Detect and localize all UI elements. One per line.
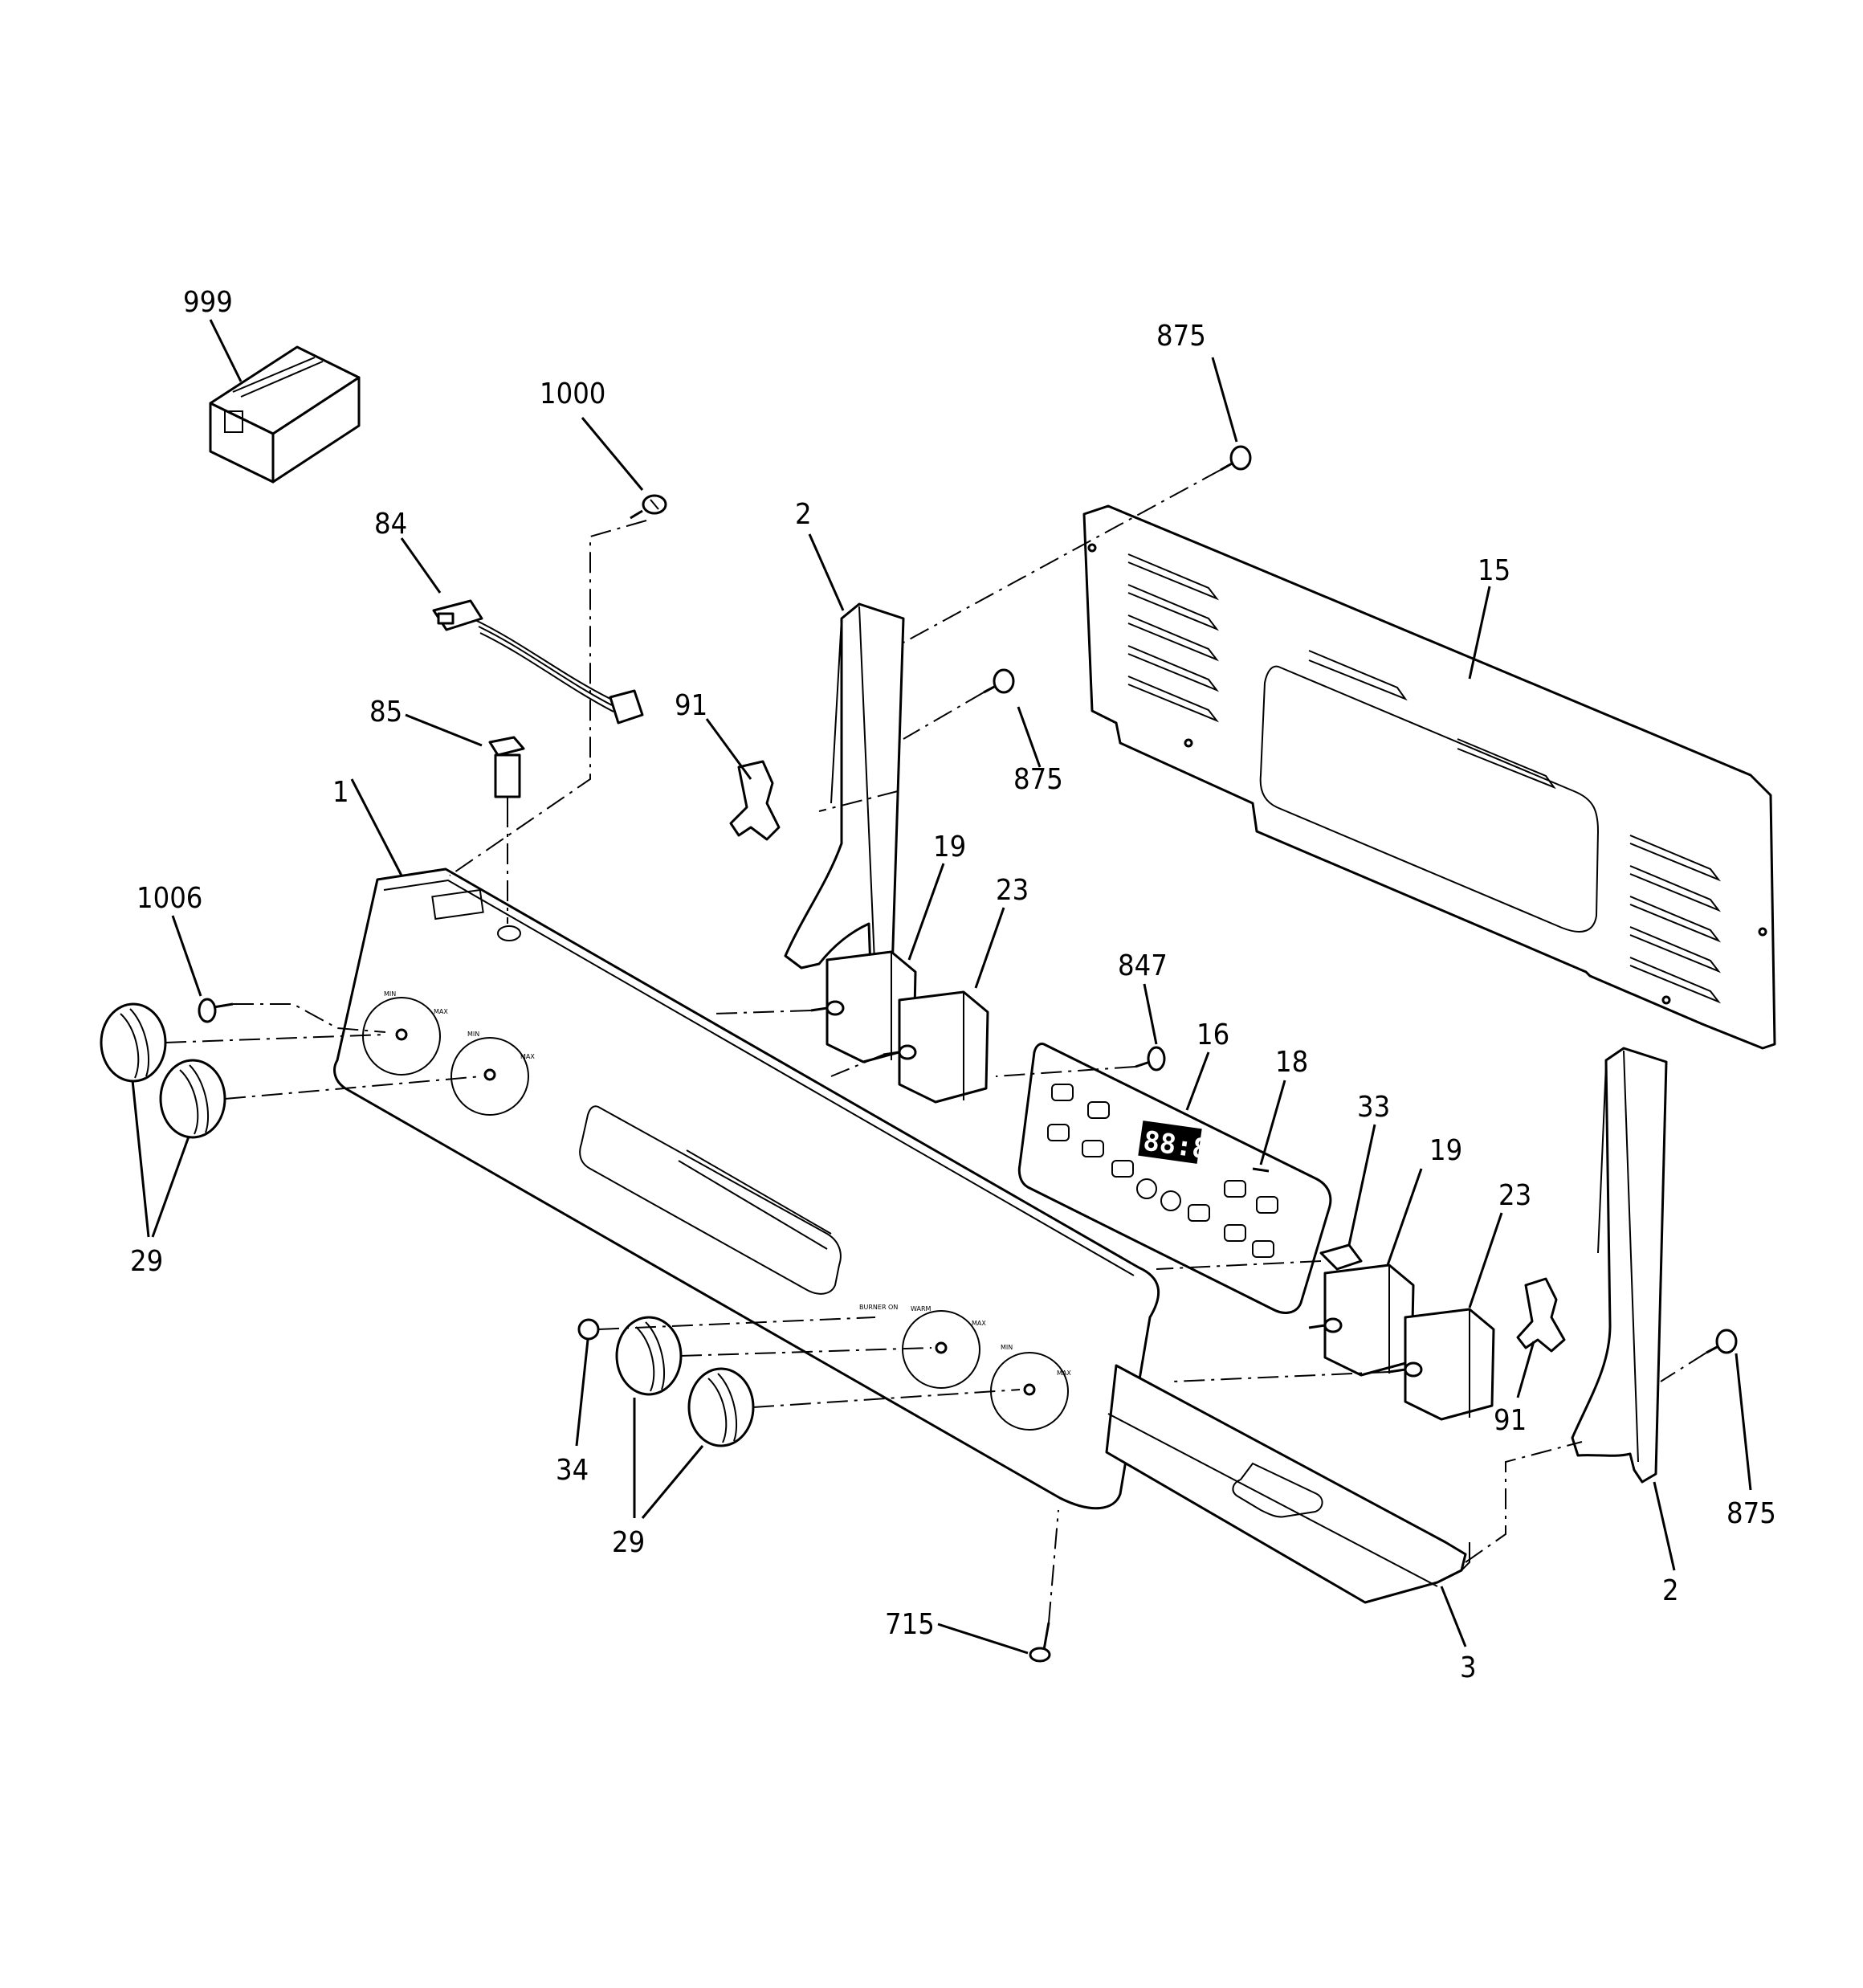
dial-min-label-1: MIN	[384, 990, 396, 998]
callout-84: 84	[374, 508, 407, 541]
callout-91-left: 91	[675, 689, 707, 722]
part-84-wire-harness	[432, 599, 644, 725]
callout-875-mid: 875	[1013, 763, 1063, 796]
callout-15: 15	[1478, 554, 1510, 587]
part-2-bracket-right	[1571, 1047, 1668, 1484]
part-875-screw-b	[983, 668, 1015, 694]
callout-1006: 1006	[137, 882, 202, 915]
part-15-rear-cover	[1082, 504, 1776, 1050]
part-999-literature-box	[209, 345, 361, 484]
callout-29-right: 29	[612, 1526, 645, 1559]
part-16-electronic-control: 88:88	[1017, 1043, 1332, 1314]
part-875-screw-a	[1220, 445, 1252, 471]
part-19-switch-upper	[810, 950, 917, 1063]
dial-max-label-2: MAX	[520, 1053, 535, 1060]
dial-max-label-1: MAX	[434, 1008, 448, 1015]
callout-875-top: 875	[1156, 320, 1206, 353]
part-29-knobs-left	[100, 1002, 226, 1139]
callout-3: 3	[1460, 1651, 1477, 1684]
callout-1: 1	[332, 776, 349, 809]
dial-min-label-2: MIN	[467, 1031, 479, 1038]
callout-33: 33	[1357, 1091, 1390, 1124]
callout-19-lower: 19	[1429, 1134, 1462, 1167]
burner-on-label: BURNER ON	[859, 1304, 898, 1311]
callout-1000: 1000	[540, 378, 605, 410]
part-29-knobs-right	[615, 1316, 755, 1447]
part-91-clip-right	[1516, 1277, 1566, 1353]
callout-23-upper: 23	[996, 874, 1029, 907]
dial-min-label-4: MIN	[1001, 1344, 1013, 1351]
callout-2-left: 2	[795, 498, 812, 531]
part-3-lower-trim	[1105, 1364, 1470, 1604]
part-23-switch-lower	[1388, 1308, 1495, 1421]
dial-warm-label: WARM	[911, 1305, 932, 1312]
callout-999: 999	[183, 286, 233, 319]
callout-847: 847	[1118, 949, 1168, 982]
part-875-screw-c	[1706, 1329, 1738, 1354]
callout-34: 34	[556, 1454, 589, 1487]
part-33-connector	[1319, 1243, 1363, 1271]
dial-max-label-3: MAX	[972, 1320, 986, 1327]
part-85-indicator-light	[488, 736, 525, 806]
part-19-switch-lower	[1308, 1263, 1415, 1377]
callout-16: 16	[1196, 1018, 1229, 1051]
part-1-control-panel: MIN MAX MIN MAX WARM MAX MIN MAX BURNER …	[333, 867, 1160, 1510]
part-18-control-component	[1252, 1167, 1270, 1173]
part-34-plug	[577, 1318, 600, 1341]
callout-18: 18	[1275, 1046, 1308, 1079]
part-23-switch-upper	[883, 990, 989, 1104]
part-91-clip-left	[729, 760, 781, 841]
leader-lines	[131, 319, 1752, 1655]
callout-19-upper: 19	[933, 831, 966, 863]
part-715-screw	[1029, 1622, 1051, 1663]
callout-715: 715	[885, 1608, 935, 1641]
callout-2-right: 2	[1662, 1574, 1679, 1607]
assembly-lines	[165, 469, 1707, 1623]
part-1006-screw	[198, 998, 234, 1023]
callout-labels: 999 1000 84 85 1 1006 29 2 91 875 875 15…	[130, 286, 1776, 1684]
callout-23-lower: 23	[1498, 1179, 1531, 1212]
part-1000-screw	[630, 494, 667, 520]
dial-max-label-4: MAX	[1057, 1370, 1071, 1377]
callout-875-right: 875	[1726, 1497, 1776, 1530]
callout-85: 85	[369, 696, 402, 729]
callout-29-left: 29	[130, 1245, 163, 1278]
part-847-screw	[1135, 1046, 1166, 1072]
callout-91-right: 91	[1494, 1404, 1527, 1437]
